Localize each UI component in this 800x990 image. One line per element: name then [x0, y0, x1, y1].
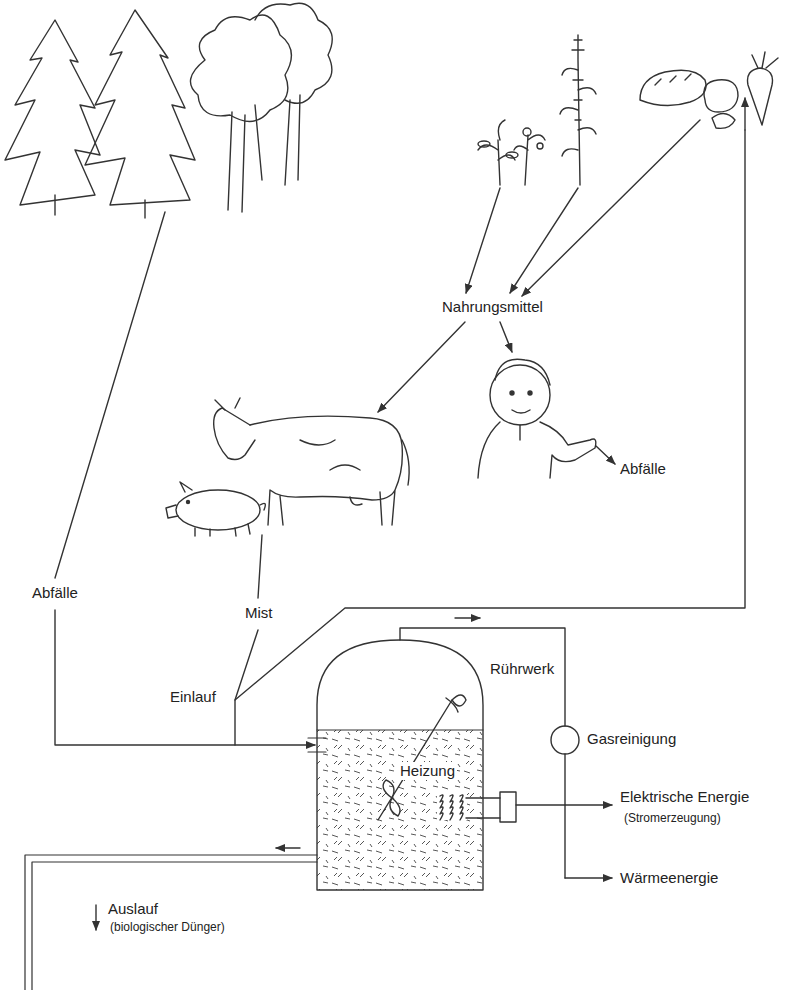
electric-energy-label: Elektrische Energie: [618, 788, 751, 806]
gas-cleaning-label: Gasreinigung: [585, 730, 678, 748]
gas-cleaning-circle: [551, 726, 579, 754]
waste-label: Abfälle: [618, 460, 668, 478]
heat-energy-label: Wärmeenergie: [618, 869, 720, 887]
outlet-label: Auslauf: [106, 900, 160, 918]
cow: [214, 398, 409, 525]
stirrer-label: Rührwerk: [488, 660, 556, 678]
heating-label: Heizung: [398, 762, 457, 780]
trees: [5, 3, 332, 218]
plants: [478, 35, 596, 185]
pig: [166, 482, 265, 536]
fertilizer-label: (biologischer Dünger): [108, 920, 227, 934]
food-items: [640, 52, 778, 128]
person: [478, 359, 596, 478]
inlet-label: Einlauf: [168, 688, 218, 706]
power-generation-label: (Stromerzeugung): [622, 811, 723, 825]
digester-tank: [308, 640, 483, 890]
waste-label: Abfälle: [30, 584, 80, 602]
food-label: Nahrungsmittel: [440, 298, 545, 316]
manure-label: Mist: [243, 604, 275, 622]
heating-coil: [437, 792, 565, 822]
